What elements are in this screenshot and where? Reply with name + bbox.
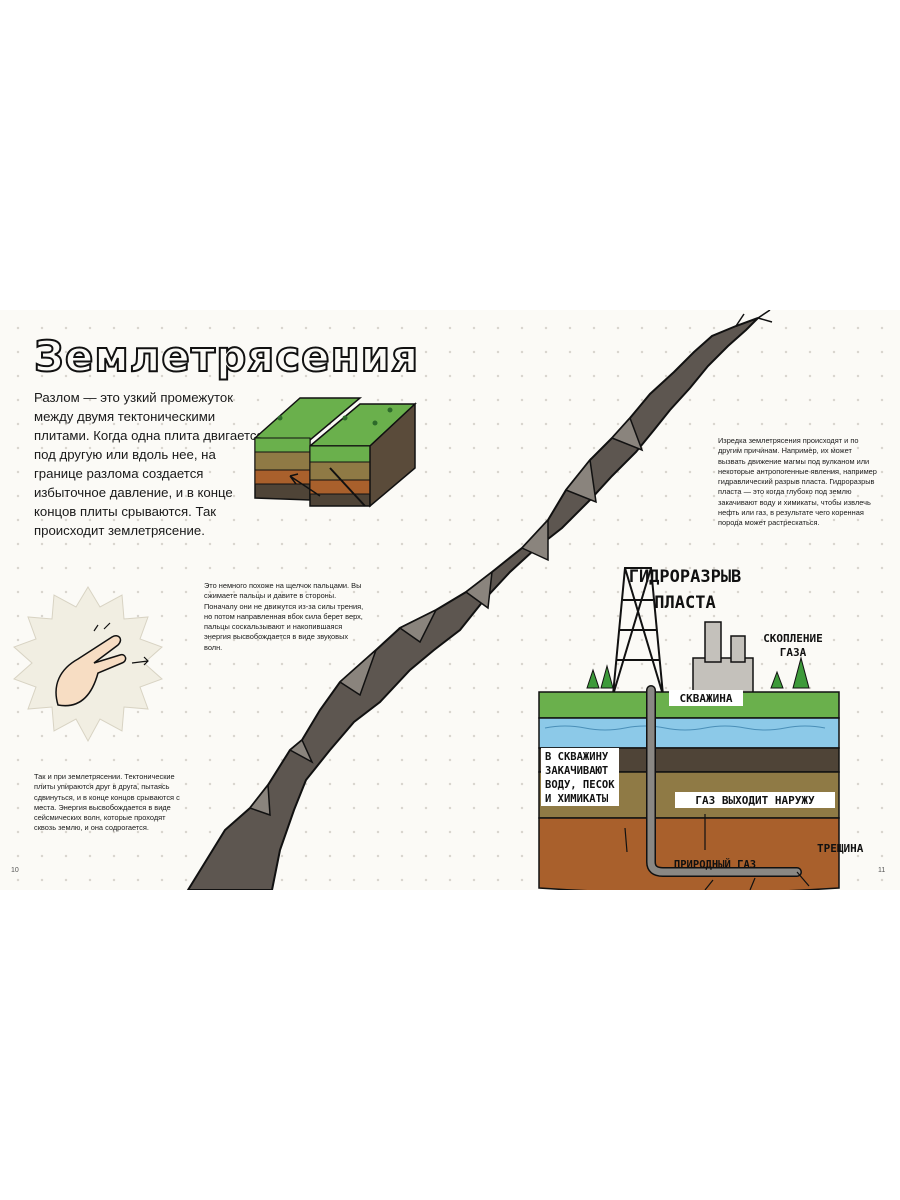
note-fracking: Изредка землетрясения происходят и по др… [718, 436, 877, 528]
inject-label-2: ЗАКАЧИВАЮТ [545, 765, 608, 777]
diagram-title-line1: ГИДРОРАЗРЫВ [629, 567, 742, 587]
well-pipe [647, 686, 801, 876]
finger-snap-illustration [13, 586, 163, 743]
trees [586, 656, 810, 689]
inject-label-1: В СКВАЖИНУ [545, 751, 609, 763]
page-number-right: 11 [878, 867, 886, 874]
natural-gas-label: ПРИРОДНЫЙ ГАЗ [674, 858, 756, 871]
gas-out-label: ГАЗ ВЫХОДИТ НАРУЖУ [695, 794, 815, 807]
note-tectonic-plates: Так и при землетрясении. Тектонические п… [34, 772, 180, 833]
note-finger-snap: Это немного похоже на щелчок пальцами. В… [204, 581, 364, 652]
drilling-rig [611, 567, 665, 696]
fracking-diagram: ГИДРОРАЗРЫВ ПЛАСТА СКОПЛЕНИЕ ГАЗА СКВАЖИ… [538, 567, 864, 890]
diagram-title-line2: ПЛАСТА [654, 593, 715, 613]
intro-paragraph: Разлом — это узкий промежуток между двум… [34, 390, 264, 538]
page-title: Землетрясения [33, 331, 420, 382]
inject-label-4: И ХИМИКАТЫ [545, 793, 609, 805]
page-number-left: 10 [11, 867, 19, 874]
fault-block-illustration [253, 397, 417, 508]
well-label: СКВАЖИНА [680, 692, 733, 705]
gas-accumulation-label-1: СКОПЛЕНИЕ [763, 632, 823, 645]
gas-plant [692, 657, 754, 697]
crack-label: ТРЕЩИНА [817, 842, 864, 855]
book-spread: Землетрясения Разлом — это узкий промежу… [0, 310, 900, 890]
inject-label-3: ВОДУ, ПЕСОК [545, 779, 615, 791]
gas-accumulation-label-2: ГАЗА [780, 646, 807, 659]
fault-crack-illustration [186, 310, 773, 890]
